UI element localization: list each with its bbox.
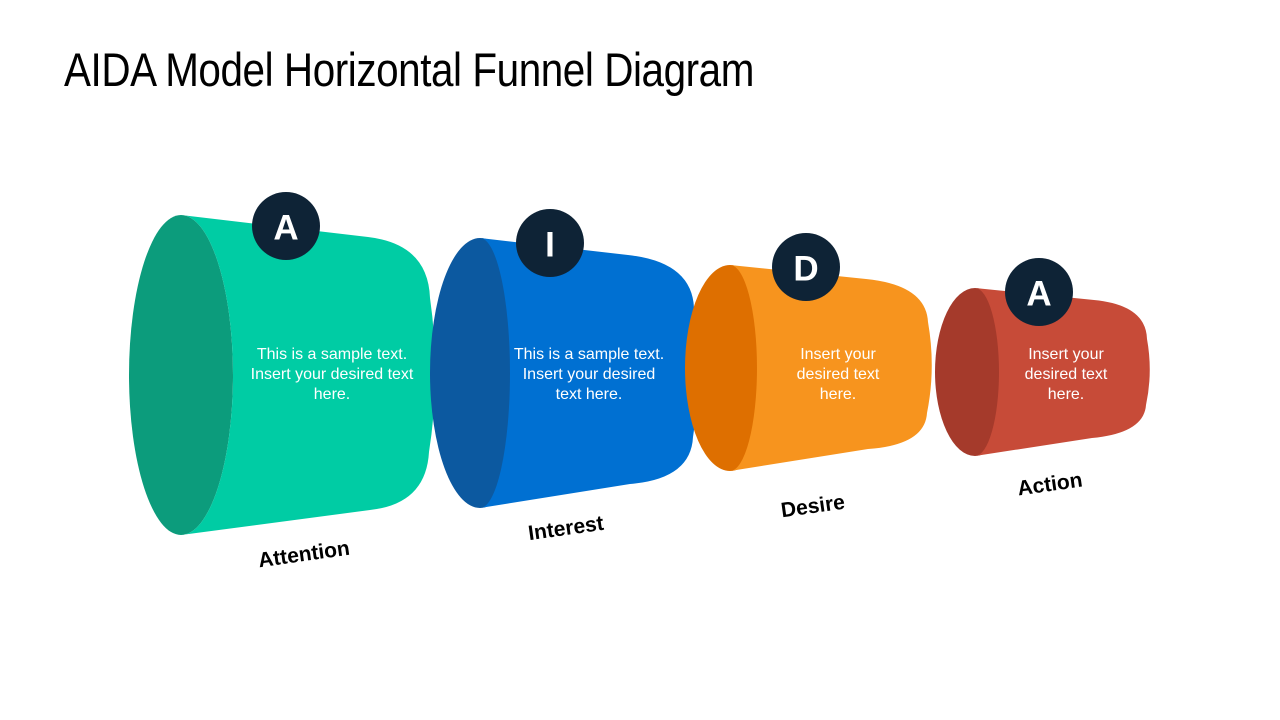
action-badge-letter: A (1026, 274, 1052, 314)
stage-desire-shape (685, 265, 932, 471)
attention-sample-text: This is a sample text. Insert your desir… (250, 346, 414, 403)
attention-body-shape (181, 215, 436, 535)
interest-cap-ellipse (430, 238, 530, 508)
interest-sample-text: This is a sample text. Insert your desir… (513, 346, 665, 403)
desire-badge-letter: D (793, 249, 819, 289)
stage-interest-shape (430, 238, 699, 508)
desire-cap-ellipse (685, 265, 775, 471)
desire-body-shape (730, 265, 932, 471)
attention-cap-ellipse (129, 215, 233, 535)
interest-body-shape (480, 238, 699, 508)
action-cap-ellipse (935, 288, 1015, 456)
action-body-shape (975, 288, 1150, 456)
action-sample-text: Insert your desired text here. (1024, 346, 1108, 403)
stage-attention-shape (129, 215, 436, 535)
action-letter-badge (1005, 258, 1073, 326)
desire-letter-badge (772, 233, 840, 301)
attention-letter-badge (252, 192, 320, 260)
interest-letter-badge (516, 209, 584, 277)
stage-action-shape (935, 288, 1150, 456)
desire-sample-text: Insert your desired text here. (796, 346, 880, 403)
attention-badge-letter: A (273, 208, 299, 248)
slide-title: AIDA Model Horizontal Funnel Diagram (64, 43, 754, 96)
interest-badge-letter: I (545, 225, 555, 265)
